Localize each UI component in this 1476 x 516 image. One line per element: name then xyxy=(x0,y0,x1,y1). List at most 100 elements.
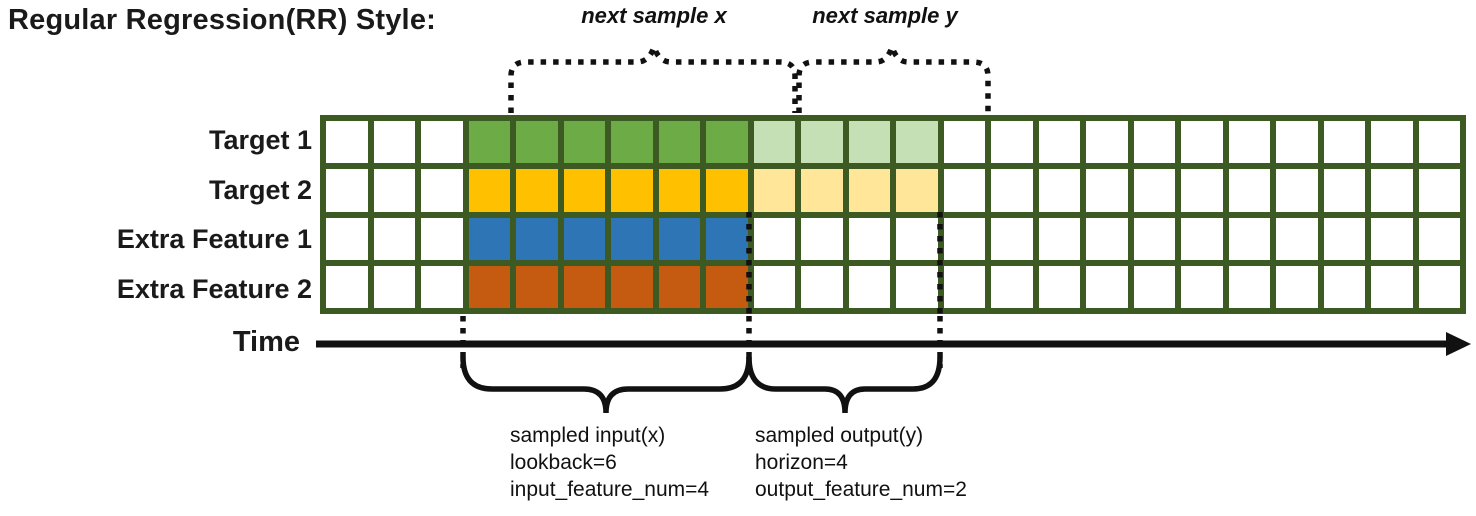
grid-cell xyxy=(1181,217,1223,260)
row-label-extra-feature-2: Extra Feature 2 xyxy=(116,273,312,304)
grid-cell xyxy=(753,265,795,308)
next-sample-y-label: next sample y xyxy=(812,3,958,28)
grid-cell xyxy=(1133,121,1175,164)
grid-cell xyxy=(801,217,843,260)
grid-cell xyxy=(516,265,558,308)
grid-cell xyxy=(991,169,1033,212)
grid-cell xyxy=(516,217,558,260)
horizon-value: horizon=4 xyxy=(755,451,848,474)
grid-cell xyxy=(611,217,653,260)
sampled-input-brace xyxy=(460,356,752,414)
grid-cell xyxy=(1181,121,1223,164)
grid-cell xyxy=(1228,169,1270,212)
grid-cell xyxy=(1038,265,1080,308)
next-sample-y-brace xyxy=(796,38,991,113)
grid-cell xyxy=(1228,217,1270,260)
grid-cell xyxy=(753,217,795,260)
grid-cell xyxy=(326,217,368,260)
grid-cell xyxy=(896,121,938,164)
time-arrow-head xyxy=(1446,332,1471,356)
grid-cell xyxy=(1276,169,1318,212)
output-feature-num: output_feature_num=2 xyxy=(755,478,967,501)
grid-cell xyxy=(1323,121,1365,164)
grid-cell xyxy=(896,217,938,260)
grid-cell xyxy=(373,265,415,308)
grid-cell xyxy=(1276,265,1318,308)
grid-cell xyxy=(706,265,748,308)
grid-cell xyxy=(1371,121,1413,164)
grid-cell xyxy=(1038,169,1080,212)
lookback-value: lookback=6 xyxy=(510,451,617,474)
grid-cell xyxy=(1276,121,1318,164)
time-axis-label: Time xyxy=(232,326,300,358)
page-title: Regular Regression(RR) Style: xyxy=(8,4,436,36)
grid-cell xyxy=(468,169,510,212)
grid-cell xyxy=(848,217,890,260)
grid-cell xyxy=(991,121,1033,164)
next-sample-x-brace xyxy=(508,38,798,113)
grid-cell xyxy=(1086,169,1128,212)
grid-cell xyxy=(1371,169,1413,212)
grid-cell xyxy=(848,169,890,212)
grid-cell xyxy=(753,121,795,164)
row-label-target-1: Target 1 xyxy=(208,125,312,155)
grid-cell xyxy=(611,169,653,212)
grid-cell xyxy=(563,169,605,212)
grid-cell xyxy=(1181,265,1223,308)
grid-cell xyxy=(373,217,415,260)
grid-cell xyxy=(1133,265,1175,308)
next-sample-x-label: next sample x xyxy=(581,3,727,28)
grid-cell xyxy=(468,265,510,308)
grid-cell xyxy=(943,265,985,308)
grid-cell xyxy=(373,121,415,164)
sampled-output-title: sampled output(y) xyxy=(755,424,924,447)
row-label-target-2: Target 2 xyxy=(208,174,312,205)
input-feature-num: input_feature_num=4 xyxy=(510,478,710,501)
grid-cell xyxy=(658,265,700,308)
grid-cell xyxy=(1276,217,1318,260)
grid-cell xyxy=(706,217,748,260)
grid-cell xyxy=(1323,217,1365,260)
grid-cell xyxy=(421,121,463,164)
grid-cell xyxy=(516,121,558,164)
sampled-input-note: sampled input(x) lookback=6 input_featur… xyxy=(510,422,709,503)
grid-cell xyxy=(991,217,1033,260)
grid-cell xyxy=(421,217,463,260)
grid-cell xyxy=(896,265,938,308)
grid-cell xyxy=(421,265,463,308)
grid-cell xyxy=(658,217,700,260)
grid-cell xyxy=(943,217,985,260)
grid-cell xyxy=(658,169,700,212)
grid-cell xyxy=(991,265,1033,308)
grid-cell xyxy=(421,169,463,212)
grid-cell xyxy=(1133,217,1175,260)
timeseries-grid xyxy=(320,115,1466,314)
grid-cell xyxy=(1133,169,1175,212)
grid-cell xyxy=(1418,265,1460,308)
grid-cell xyxy=(1038,217,1080,260)
grid-cell xyxy=(801,121,843,164)
grid-cell xyxy=(468,217,510,260)
grid-cell xyxy=(516,169,558,212)
grid-cell xyxy=(753,169,795,212)
grid-cell xyxy=(658,121,700,164)
grid-cell xyxy=(1086,121,1128,164)
grid-cell xyxy=(1418,169,1460,212)
grid-cell xyxy=(1371,217,1413,260)
grid-cell xyxy=(943,169,985,212)
grid-cell xyxy=(326,169,368,212)
grid-cell xyxy=(801,169,843,212)
grid-cell xyxy=(611,265,653,308)
grid-cell xyxy=(1038,121,1080,164)
grid-cell xyxy=(1418,217,1460,260)
grid-cell xyxy=(1418,121,1460,164)
grid-cell xyxy=(563,121,605,164)
grid-cell xyxy=(373,169,415,212)
grid-cell xyxy=(326,121,368,164)
grid-cell xyxy=(611,121,653,164)
grid-cell xyxy=(1086,217,1128,260)
grid-cell xyxy=(468,121,510,164)
sampled-output-note: sampled output(y) horizon=4 output_featu… xyxy=(755,422,967,503)
grid-cell xyxy=(1371,265,1413,308)
